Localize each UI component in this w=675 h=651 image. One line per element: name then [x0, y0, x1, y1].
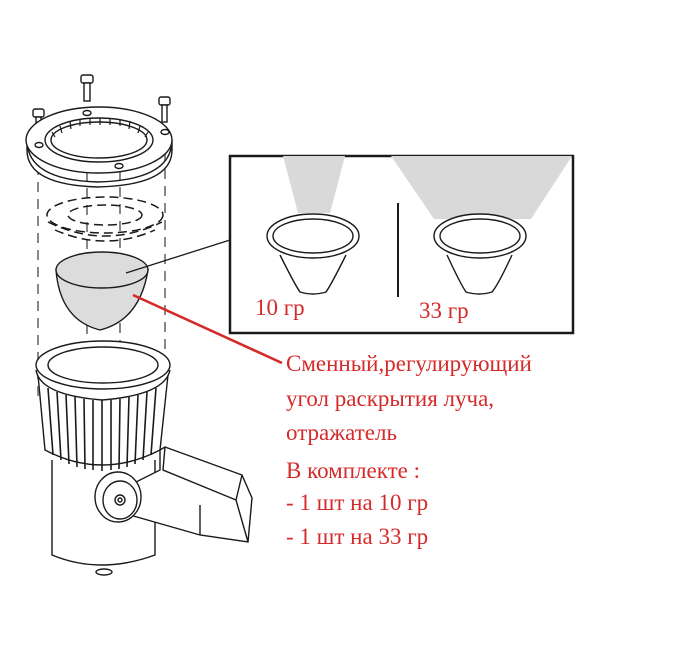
kit-item-1: - 1 шт на 10 гр — [286, 490, 429, 515]
kit-item-2: - 1 шт на 33 гр — [286, 524, 429, 549]
leader-line-callout — [132, 293, 283, 365]
beam-10-icon — [283, 156, 345, 213]
leader-line-inset — [125, 239, 231, 274]
callout-line-1: Сменный,регулирующий — [286, 351, 532, 376]
adjustment-knob-icon — [94, 471, 142, 523]
reflector-33-icon — [433, 213, 527, 295]
reflector-10-icon — [266, 213, 360, 295]
kit-title: В комплекте : — [286, 458, 420, 483]
callout-line-2: угол раскрытия луча, — [286, 386, 495, 411]
label-33-degrees: 33 гр — [419, 298, 469, 323]
glass-lens-icon — [46, 196, 164, 242]
top-ring-icon — [25, 106, 173, 188]
beam-33-icon — [391, 156, 572, 219]
callout-line-3: отражатель — [286, 420, 397, 445]
label-10-degrees: 10 гр — [255, 295, 305, 320]
housing-icon — [35, 340, 171, 576]
mounting-bracket-icon — [129, 446, 253, 543]
reflector-icon — [55, 251, 149, 331]
